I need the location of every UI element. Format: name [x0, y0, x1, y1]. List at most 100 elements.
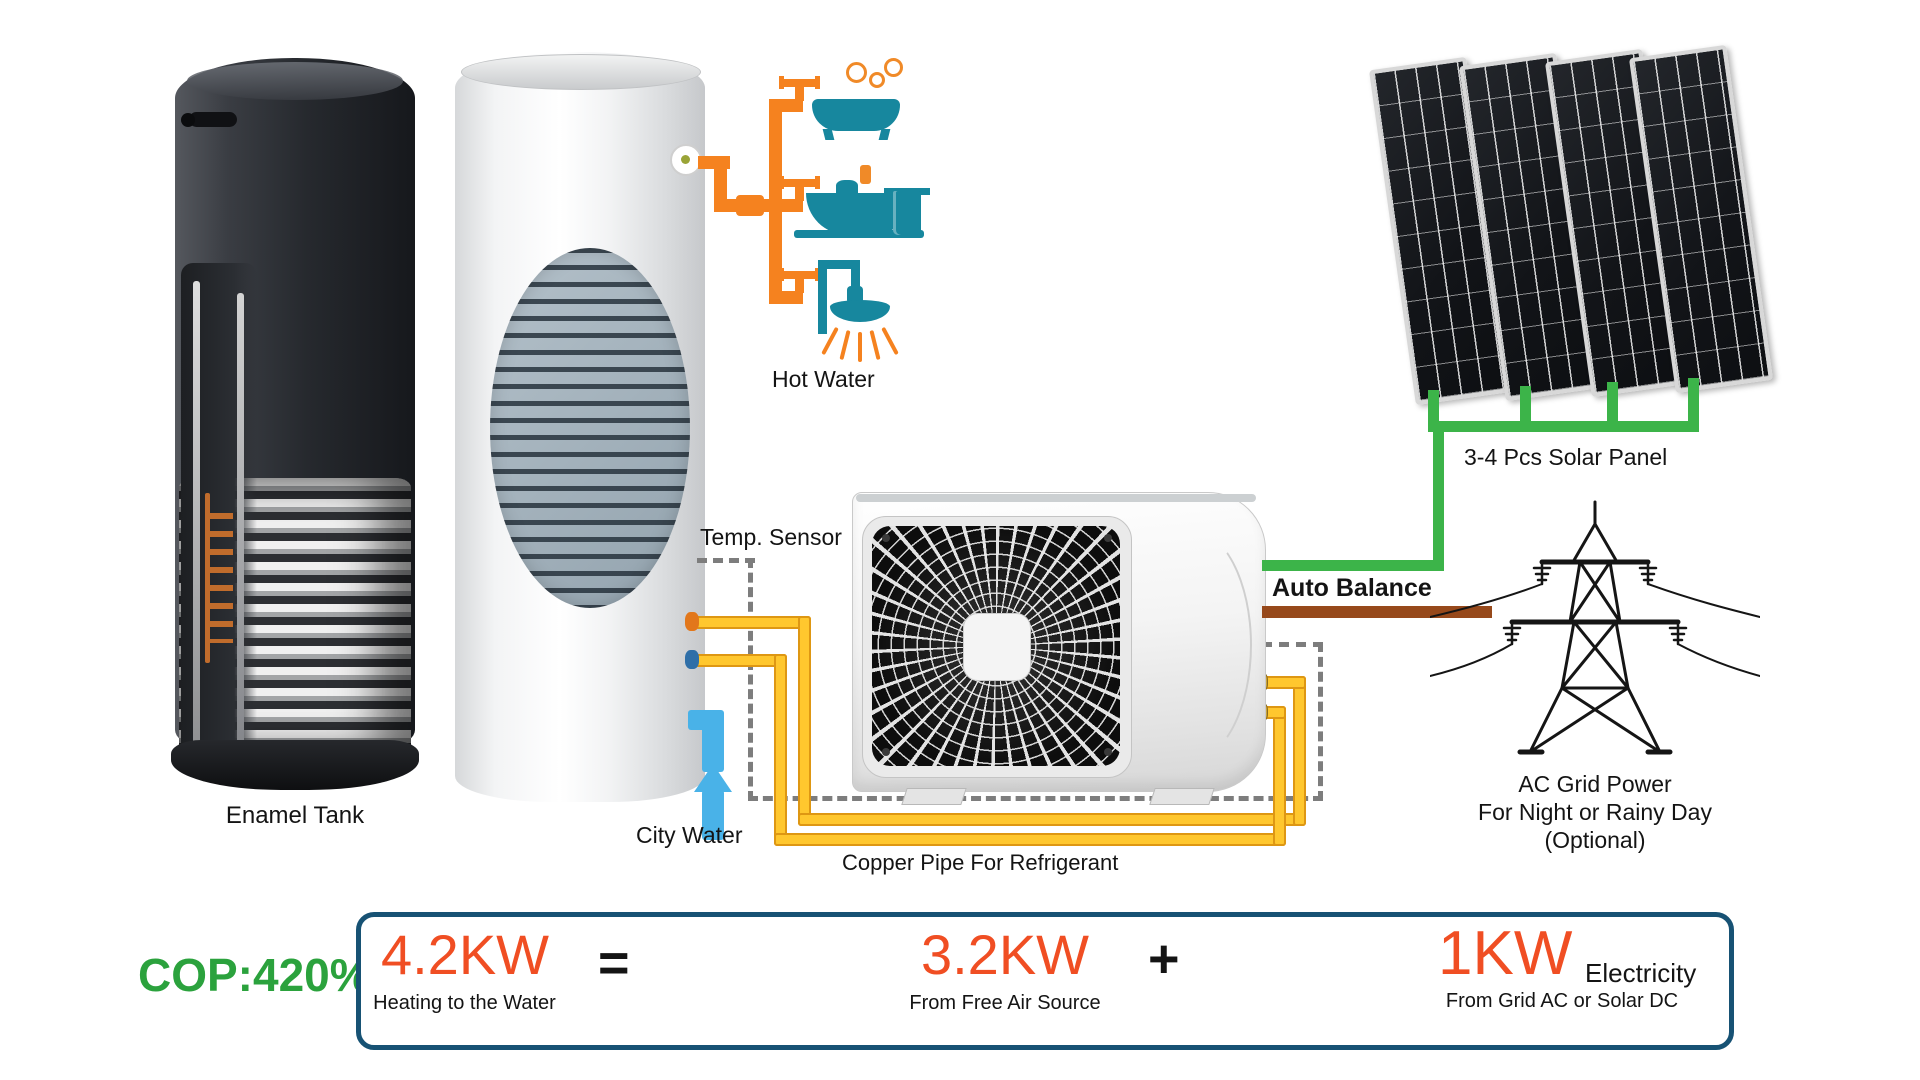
water-tank-top-rim [461, 54, 701, 90]
hot-water-branch [782, 199, 803, 212]
copper-pipe-segment [1273, 706, 1286, 846]
copper-pipe-segment [798, 616, 811, 826]
hot-water-pipe-segment [714, 156, 727, 212]
shower-connector [847, 286, 863, 304]
shower-head [830, 300, 890, 322]
shower-arm [818, 260, 860, 269]
copper-pipe-segment [798, 813, 1306, 826]
heat-pump-top-edge [856, 494, 1256, 502]
enamel-tank-top-highlight [187, 62, 403, 100]
formula-box [356, 912, 1734, 1050]
grille-screw [882, 748, 890, 756]
green-wire-segment [1428, 390, 1439, 432]
enamel-tank-cutaway [181, 263, 257, 768]
formula-plus: + [1148, 929, 1180, 989]
bubble [884, 58, 903, 77]
bathtub-body [812, 99, 900, 131]
formula-term2-value: 3.2KW [920, 923, 1090, 986]
copper-pipe-segment [774, 833, 1286, 846]
heat-pump-side-panel-curve [1128, 528, 1252, 762]
enamel-tank-fitting [189, 112, 237, 127]
green-wire-segment [1520, 386, 1531, 432]
temp-sensor-label: Temp. Sensor [700, 524, 842, 550]
faucet-icon [815, 176, 820, 189]
formula-term3-label: From Grid AC or Solar DC [1445, 990, 1679, 1012]
enamel-tank-fitting-nub [181, 113, 195, 127]
cutaway-tube [193, 281, 200, 749]
ac-grid-label-line3: (Optional) [1544, 827, 1646, 853]
enamel-tank-label: Enamel Tank [225, 802, 365, 829]
heat-pump-foot [901, 788, 967, 805]
faucet-icon [815, 268, 820, 281]
ac-grid-label: AC Grid Power For Night or Rainy Day (Op… [1455, 770, 1735, 854]
copper-pipe-label: Copper Pipe For Refrigerant [842, 850, 1119, 875]
shower-spray [869, 329, 881, 361]
cutaway-copper-pipe [205, 493, 210, 663]
sensor-dash-segment [697, 558, 755, 563]
heat-pump-unit [852, 492, 1266, 805]
city-water-segment [702, 790, 724, 840]
tank-port-hot [685, 612, 699, 631]
green-wire-drop [1433, 421, 1444, 568]
formula-term1-label: Heating to the Water [373, 992, 556, 1014]
fan-hub [963, 613, 1031, 681]
formula-term3-suffix: Electricity [1585, 958, 1697, 988]
heat-pump-foot [1149, 788, 1215, 805]
grille-screw [1104, 748, 1112, 756]
faucet-icon [781, 79, 818, 87]
city-water-segment [702, 710, 724, 772]
faucet-icon [781, 179, 818, 187]
faucet-icon [795, 278, 804, 293]
cop-label: COP:420% [138, 949, 371, 1001]
ac-grid-label-line2: For Night or Rainy Day [1478, 799, 1712, 825]
bathtub-foot [822, 129, 835, 140]
hot-water-pipe-coupler [736, 195, 764, 216]
tank-port-cold [685, 650, 699, 669]
shower-spray [858, 332, 862, 362]
shower-spray [839, 329, 851, 361]
formula-term1-value: 4.2KW [380, 923, 550, 986]
faucet-icon [779, 76, 784, 89]
sink-item [836, 180, 858, 194]
copper-pipe-segment [774, 654, 787, 846]
sink-counter [794, 230, 924, 238]
sink-bottle [860, 165, 871, 184]
enamel-tank [171, 58, 419, 793]
grille-screw [1104, 534, 1112, 542]
formula-term3-value: 1KW [1438, 919, 1573, 988]
green-wire-bus [1428, 421, 1699, 432]
formula-equals: = [598, 933, 630, 993]
faucet-icon [779, 268, 784, 281]
sensor-dash-segment [748, 796, 1323, 801]
faucet-icon [781, 271, 818, 279]
city-water-label: City Water [636, 822, 743, 848]
hot-water-branch [769, 99, 803, 112]
green-wire-feed [1262, 560, 1444, 571]
outlet-fitting-core [681, 155, 690, 164]
shower-arm [851, 260, 860, 290]
hot-water-pipe-trunk [769, 99, 782, 304]
ac-grid-label-line1: AC Grid Power [1518, 771, 1672, 797]
enamel-tank-base [171, 740, 419, 790]
green-wire-segment [1607, 382, 1618, 432]
transmission-tower-icon [1430, 500, 1760, 755]
sensor-dash-segment [1318, 642, 1323, 801]
auto-balance-label: Auto Balance [1272, 574, 1432, 602]
copper-pipe-segment [1293, 676, 1306, 826]
sensor-dash-segment [1262, 642, 1323, 647]
shower-spray [881, 326, 899, 356]
towel [893, 191, 921, 235]
solar-panel-label: 3-4 Pcs Solar Panel [1464, 444, 1668, 470]
faucet-icon [815, 76, 820, 89]
formula-term2-label: From Free Air Source [909, 992, 1101, 1014]
sensor-dash-segment [748, 558, 753, 801]
green-wire-segment [1688, 378, 1699, 432]
cutaway-tube [237, 293, 244, 753]
bubble [846, 62, 867, 83]
bathtub-foot [878, 129, 891, 140]
copper-pipe-segment [695, 616, 811, 629]
bubble [869, 72, 885, 88]
hot-water-label: Hot Water [772, 366, 875, 392]
hot-water-outlet-fitting [670, 144, 702, 176]
